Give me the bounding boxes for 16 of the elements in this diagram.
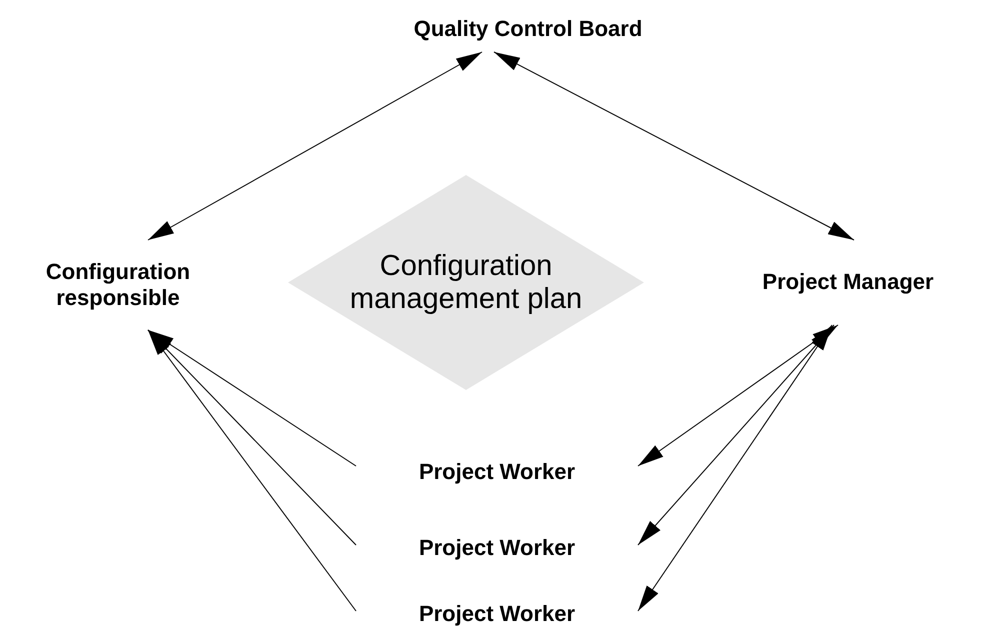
arrow: [638, 324, 832, 612]
arrow: [638, 324, 834, 546]
arrow: [148, 330, 356, 546]
node-label: Quality Control Board: [414, 16, 642, 42]
node-label: Project Worker: [418, 534, 576, 562]
node-label: Project Worker: [418, 600, 576, 628]
arrow: [148, 52, 482, 240]
node-label: Configuration responsible: [44, 258, 192, 312]
diamond-label: Configuration management plan: [348, 250, 584, 315]
node-label: Project Worker: [418, 458, 576, 486]
arrow: [148, 330, 356, 612]
arrow: [148, 330, 356, 466]
arrow: [494, 52, 854, 240]
diamond-shape: [288, 175, 644, 390]
node-label: Project Manager: [762, 269, 934, 296]
arrow: [638, 324, 838, 466]
